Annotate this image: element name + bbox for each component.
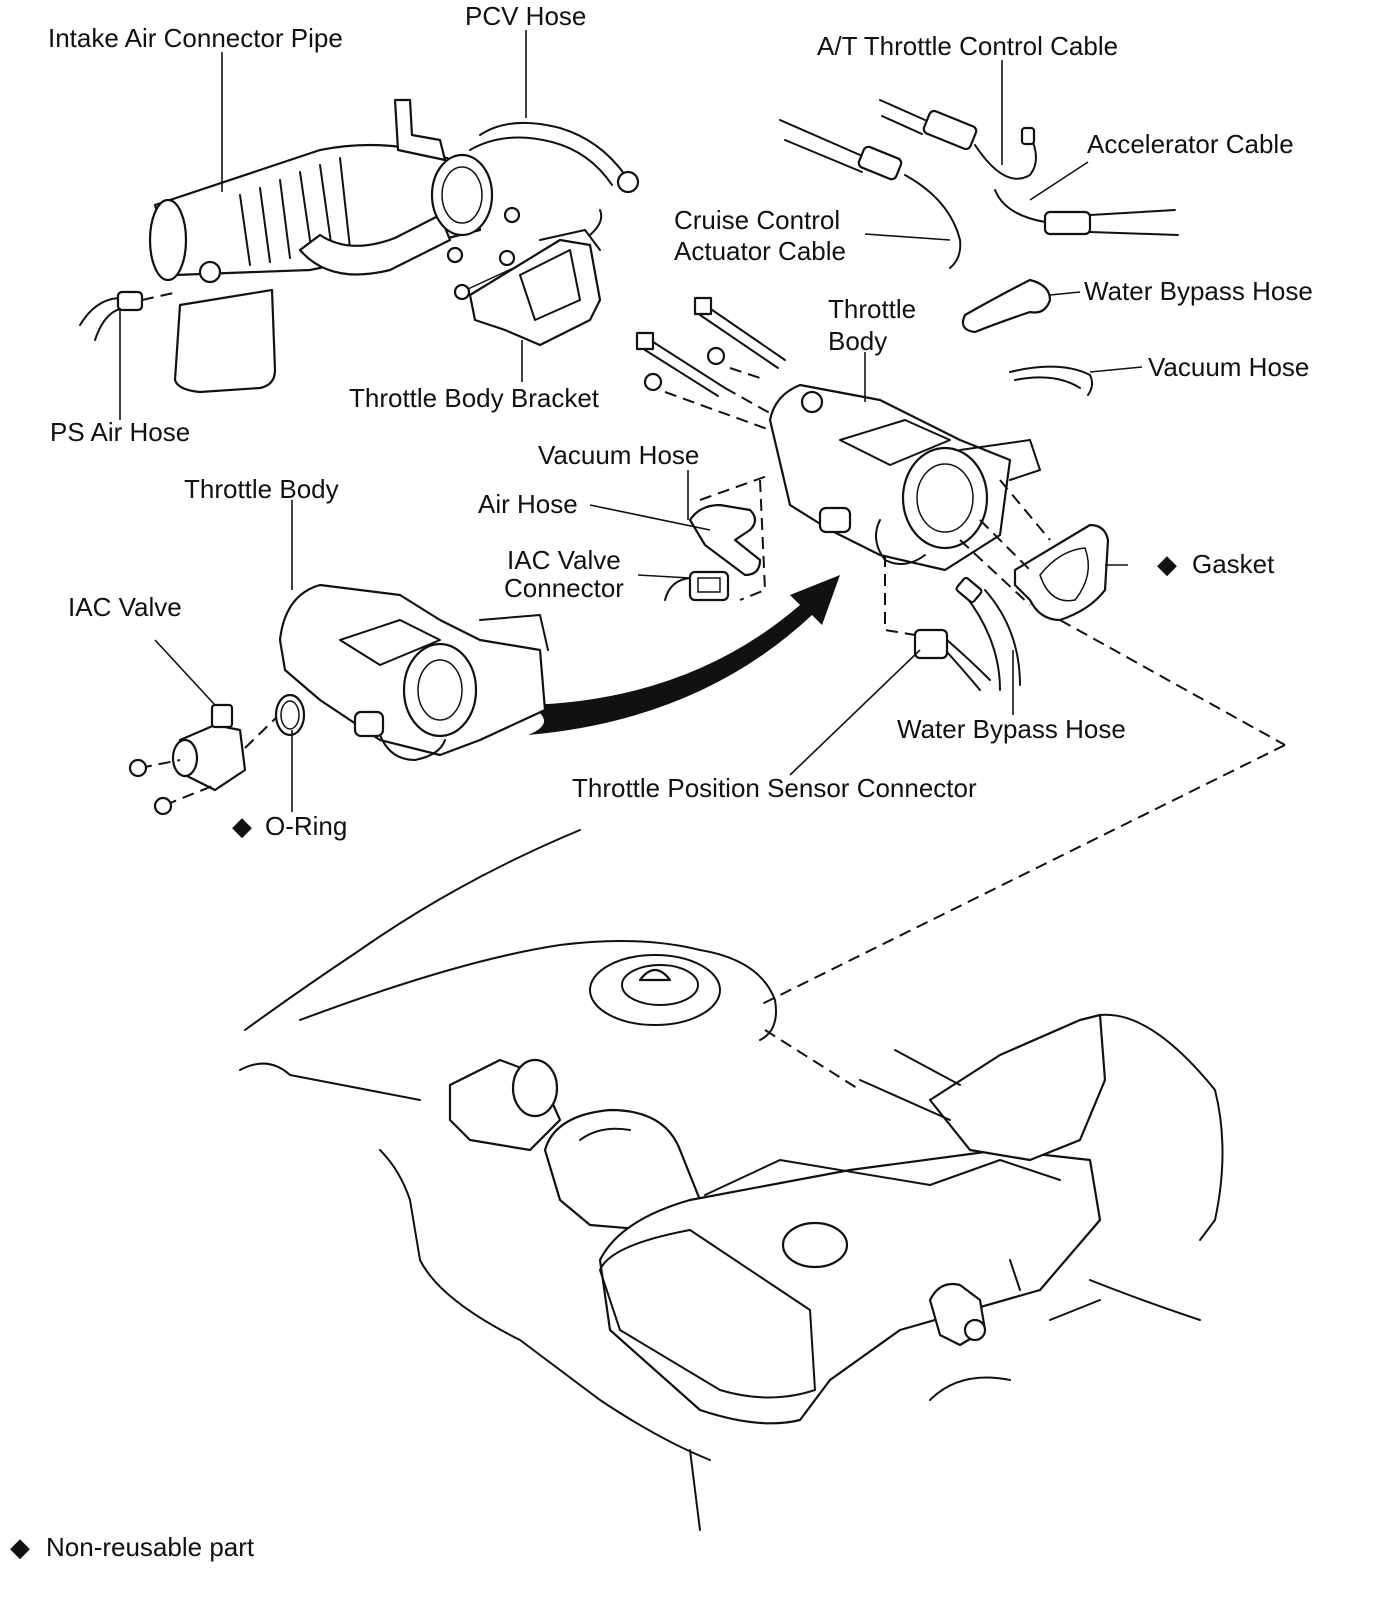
ps-air-hose-drawing — [79, 290, 179, 341]
accelerator-cable-label: Accelerator Cable — [1087, 129, 1294, 159]
engine-bay-drawing — [239, 744, 1286, 1531]
legend-text: Non-reusable part — [46, 1532, 255, 1562]
water-bypass-hose-top-drawing — [961, 278, 1052, 334]
throttle-body-bracket-drawing — [446, 206, 603, 347]
iac-valve-label: IAC Valve — [68, 592, 182, 622]
vacuum-hose-mid-label: Vacuum Hose — [538, 440, 699, 470]
ps-air-hose-label: PS Air Hose — [50, 417, 190, 447]
iac-valve-connector-label-line2: Connector — [504, 573, 624, 603]
cables-drawing — [779, 99, 1179, 269]
intake-air-connector-pipe-label: Intake Air Connector Pipe — [48, 23, 343, 53]
at-throttle-control-cable-label: A/T Throttle Control Cable — [817, 31, 1118, 61]
tps-connector-drawing — [884, 555, 991, 691]
water-bypass-hose-bottom-drawing — [955, 576, 1021, 691]
pcv-hose-drawing — [469, 121, 626, 186]
cruise-control-label-line2: Actuator Cable — [674, 236, 846, 266]
iac-valve-connector-label-line1: IAC Valve — [507, 545, 621, 575]
air-hose-drawing — [688, 474, 771, 601]
water-bypass-hose-top-label: Water Bypass Hose — [1084, 276, 1313, 306]
air-hose-label: Air Hose — [478, 489, 578, 519]
non-reusable-marker-gasket: ◆ — [1157, 549, 1177, 579]
vacuum-hose-right-label: Vacuum Hose — [1148, 352, 1309, 382]
cruise-control-label-line1: Cruise Control — [674, 205, 840, 235]
gasket-label: Gasket — [1192, 549, 1275, 579]
leader-lines — [119, 30, 1143, 812]
non-reusable-marker-o-ring: ◆ — [232, 811, 252, 841]
iac-valve-drawing — [128, 703, 283, 816]
throttle-body-right-drawing — [768, 383, 1041, 572]
curved-arrow-icon — [528, 575, 840, 735]
throttle-body-bracket-label: Throttle Body Bracket — [349, 383, 600, 413]
bolts-drawing — [635, 296, 801, 431]
vacuum-hose-right-drawing — [1009, 365, 1094, 396]
throttle-body-top-label-line2: Body — [828, 326, 887, 356]
throttle-body-left-drawing — [278, 583, 549, 761]
diamond-icon: ◆ — [10, 1532, 30, 1562]
water-bypass-hose-bottom-label: Water Bypass Hose — [897, 714, 1126, 744]
pcv-hose-label: PCV Hose — [465, 1, 586, 31]
throttle-body-top-label-line1: Throttle — [828, 294, 916, 324]
o-ring-label: O-Ring — [265, 811, 347, 841]
throttle-position-sensor-connector-label: Throttle Position Sensor Connector — [572, 773, 977, 803]
throttle-body-left-label: Throttle Body — [184, 474, 339, 504]
gasket-drawing — [1013, 523, 1110, 622]
intake-air-connector-pipe-drawing — [148, 98, 494, 394]
iac-valve-connector-drawing — [664, 570, 730, 602]
